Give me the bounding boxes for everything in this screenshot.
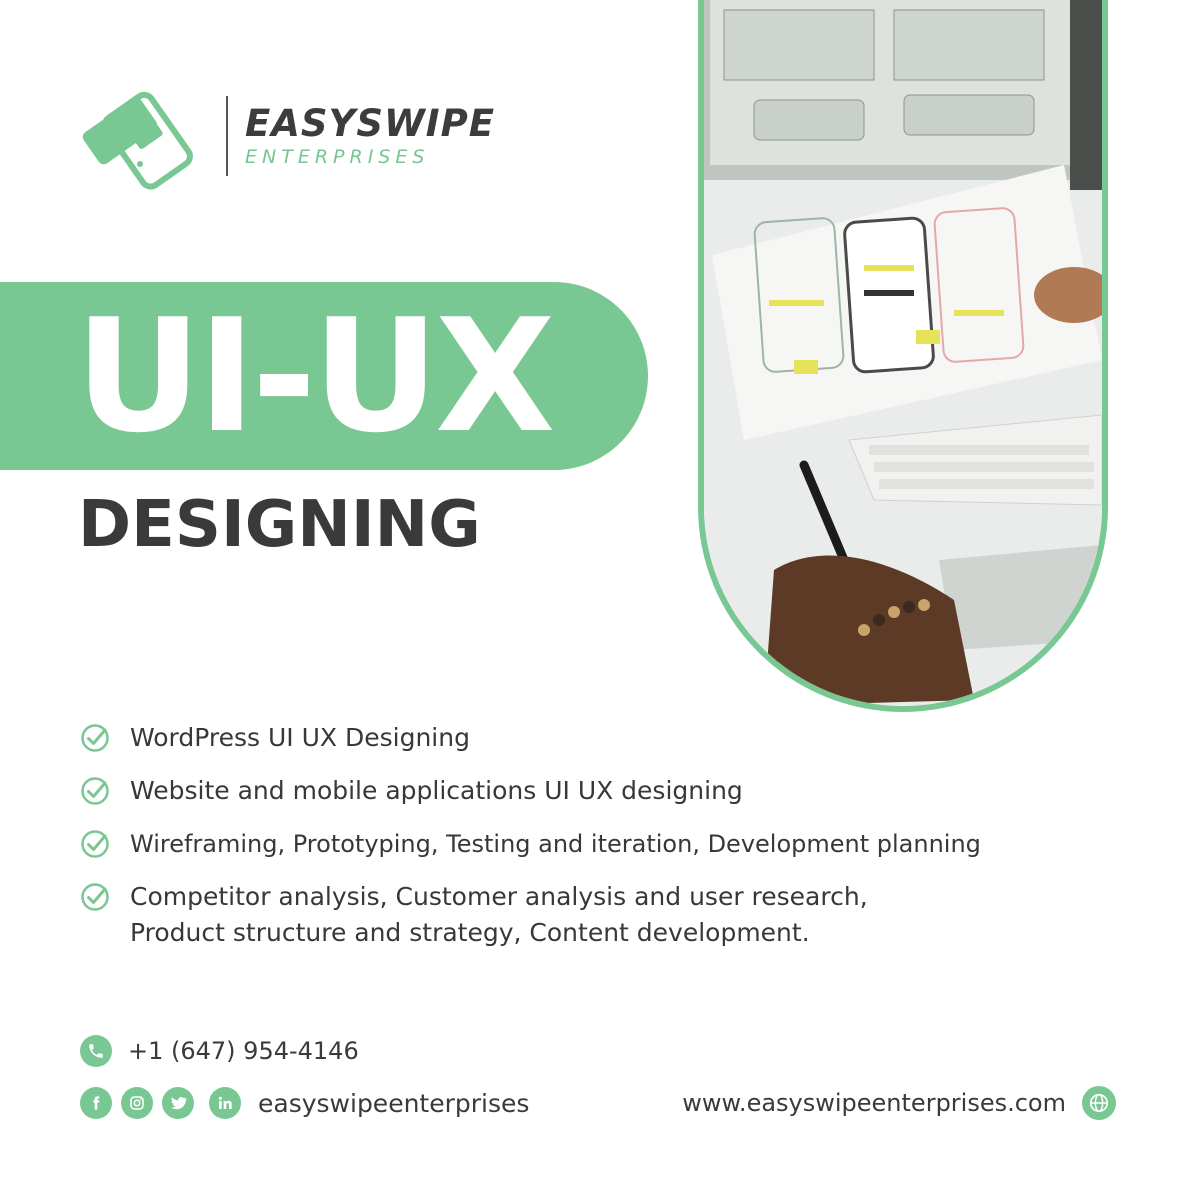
- service-item: WordPress UI UX Designing: [80, 720, 1130, 756]
- twitter-icon[interactable]: [162, 1087, 194, 1119]
- service-text: Wireframing, Prototyping, Testing and it…: [130, 830, 981, 858]
- brand-logo: EASYSWIPE ENTERPRISES: [80, 82, 520, 192]
- phone-icon: [80, 1035, 112, 1067]
- service-item: Competitor analysis, Customer analysis a…: [80, 879, 1130, 951]
- check-circle-icon: [81, 724, 109, 752]
- headline-subtitle: DESIGNING: [78, 488, 481, 562]
- service-text-continued: Product structure and strategy, Content …: [130, 918, 810, 947]
- check-circle-icon: [81, 883, 109, 911]
- services-list: WordPress UI UX Designing Website and mo…: [80, 720, 1130, 968]
- contact-section: +1 (647) 954-4146 easyswipeenterprises w…: [80, 1033, 1120, 1123]
- website-url[interactable]: www.easyswipeenterprises.com: [682, 1089, 1066, 1117]
- service-text: Competitor analysis, Customer analysis a…: [130, 882, 868, 911]
- service-text: WordPress UI UX Designing: [130, 723, 470, 752]
- workspace-illustration: [704, 0, 1102, 706]
- card-swipe-logo-icon: [82, 91, 193, 190]
- check-circle-icon: [81, 830, 109, 858]
- phone-row: +1 (647) 954-4146: [80, 1033, 359, 1069]
- check-circle-icon: [81, 777, 109, 805]
- service-item: Wireframing, Prototyping, Testing and it…: [80, 826, 1130, 862]
- instagram-icon[interactable]: [121, 1087, 153, 1119]
- phone-number[interactable]: +1 (647) 954-4146: [128, 1037, 359, 1065]
- service-text: Website and mobile applications UI UX de…: [130, 776, 743, 805]
- social-handle[interactable]: easyswipeenterprises: [258, 1088, 530, 1118]
- social-row: easyswipeenterprises: [80, 1085, 529, 1121]
- globe-icon[interactable]: [1082, 1086, 1116, 1120]
- service-item: Website and mobile applications UI UX de…: [80, 773, 1130, 809]
- website-row: www.easyswipeenterprises.com: [682, 1085, 1116, 1121]
- brand-tagline: ENTERPRISES: [245, 146, 430, 168]
- linkedin-icon[interactable]: [209, 1087, 241, 1119]
- headline-title: UI-UX: [75, 285, 555, 467]
- logo-divider: [226, 96, 228, 176]
- headline-band: [0, 282, 648, 470]
- facebook-icon[interactable]: [80, 1087, 112, 1119]
- designer-workspace-photo: [698, 0, 1108, 712]
- brand-name: EASYSWIPE: [245, 102, 495, 145]
